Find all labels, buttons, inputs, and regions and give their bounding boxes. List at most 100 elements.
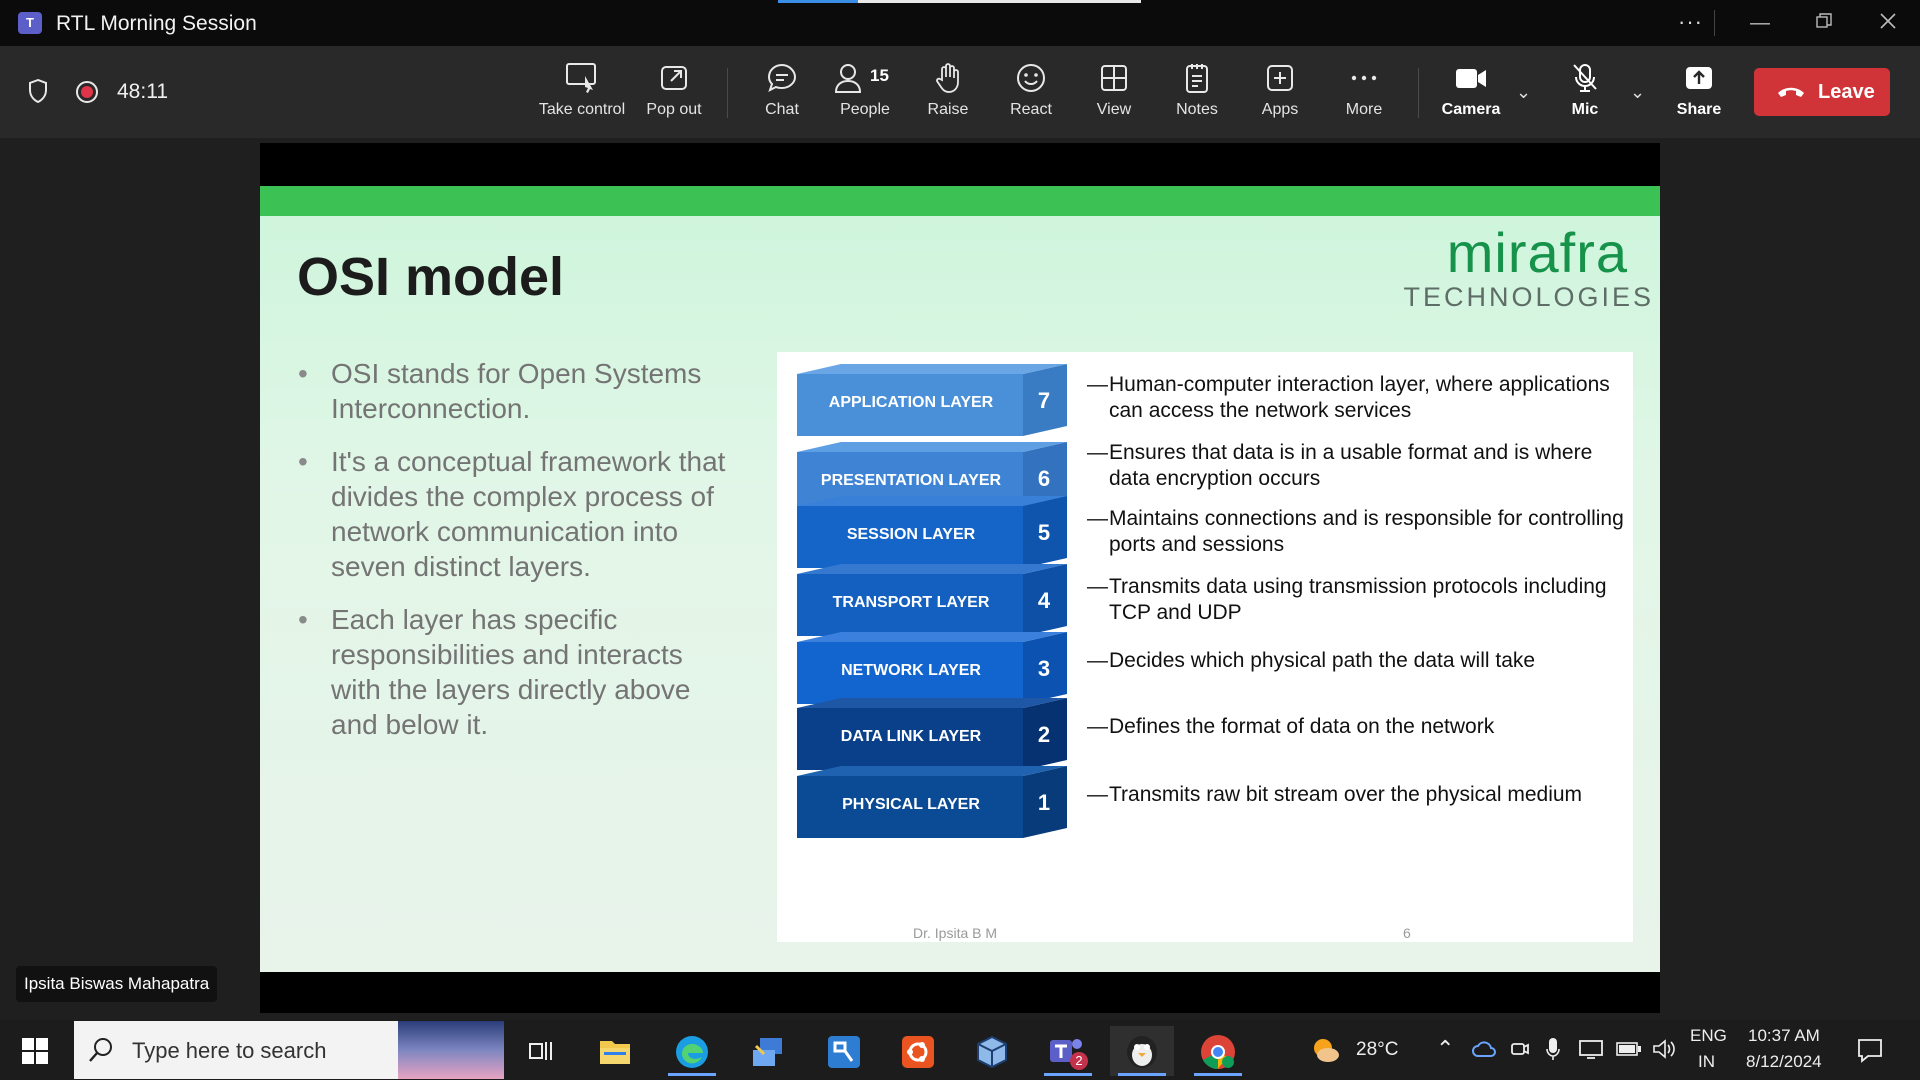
apps-button[interactable]: Apps xyxy=(1250,62,1310,128)
vnc-viewer-icon xyxy=(828,1036,860,1068)
clock-date[interactable]: 8/12/2024 xyxy=(1746,1052,1822,1071)
pop-out-button[interactable]: Pop out xyxy=(640,62,708,128)
share-button[interactable]: Share xyxy=(1670,62,1728,128)
minimize-icon[interactable]: — xyxy=(1750,12,1770,34)
dash-connector: — xyxy=(1087,783,1108,806)
remote-desktop-icon xyxy=(753,1038,782,1066)
camera-icon xyxy=(1456,69,1486,88)
people-icon xyxy=(834,64,862,93)
taskbar-virtualbox[interactable] xyxy=(960,1026,1024,1076)
taskbar-search-box[interactable]: Type here to search xyxy=(74,1021,504,1079)
osi-layer-description-text: Defines the format of data on the networ… xyxy=(1109,715,1495,738)
teams-app-icon: T xyxy=(18,12,42,34)
chat-button[interactable]: Chat xyxy=(752,62,812,128)
chat-icon xyxy=(767,63,797,92)
taskbar-ubuntu[interactable] xyxy=(886,1026,950,1076)
bullet-item: Each layer has specific responsibilities… xyxy=(296,602,736,742)
mic-button[interactable]: Mic xyxy=(1560,62,1610,128)
network-icon[interactable] xyxy=(1578,1038,1604,1060)
dash-connector: — xyxy=(1087,507,1108,530)
notes-icon xyxy=(1186,64,1208,93)
search-highlight-image xyxy=(398,1021,504,1079)
more-button[interactable]: More xyxy=(1334,62,1394,128)
take-control-icon xyxy=(566,63,596,93)
company-logo: mirafra xyxy=(1446,221,1628,284)
more-options-button[interactable]: ··· xyxy=(1678,9,1703,34)
taskbar-chrome[interactable] xyxy=(1186,1026,1250,1076)
osi-layer-number: 5 xyxy=(1037,520,1051,545)
dash-connector: — xyxy=(1087,715,1108,738)
close-icon[interactable] xyxy=(1868,8,1908,38)
chat-label: Chat xyxy=(765,101,799,118)
loading-progress-bar xyxy=(778,0,1141,3)
taskbar-remote-desktop[interactable] xyxy=(736,1026,800,1076)
grid-view-icon xyxy=(1101,65,1127,91)
language-indicator-line1[interactable]: ENG xyxy=(1690,1026,1727,1045)
language-indicator-line2[interactable]: IN xyxy=(1698,1052,1715,1071)
notifications-icon[interactable] xyxy=(1856,1036,1884,1064)
title-bar: T RTL Morning Session ··· — xyxy=(0,0,1920,46)
taskbar-file-explorer[interactable] xyxy=(584,1026,648,1076)
taskbar-snipping-tool[interactable] xyxy=(1110,1026,1174,1076)
raise-hand-button[interactable]: Raise xyxy=(918,62,978,128)
presentation-slide: OSI model mirafra TECHNOLOGIES OSI stand… xyxy=(260,186,1660,972)
active-app-indicator xyxy=(1044,1073,1092,1076)
windows-taskbar: Type here to search 2 28°C ⌃ xyxy=(0,1020,1920,1080)
battery-icon[interactable] xyxy=(1616,1040,1642,1058)
taskbar-edge[interactable] xyxy=(660,1026,724,1076)
raise-hand-icon xyxy=(936,63,959,93)
camera-button[interactable]: Camera xyxy=(1436,62,1506,128)
folder-icon xyxy=(600,1041,630,1064)
camera-options-chevron-icon[interactable]: ⌄ xyxy=(1516,82,1532,102)
weather-cloudy-sun-icon[interactable] xyxy=(1310,1036,1340,1064)
windows-start-icon[interactable] xyxy=(22,1038,48,1064)
osi-layer-number: 2 xyxy=(1037,722,1051,747)
search-placeholder: Type here to search xyxy=(132,1038,327,1063)
view-button[interactable]: View xyxy=(1084,62,1144,128)
volume-icon[interactable] xyxy=(1652,1038,1676,1060)
react-button[interactable]: React xyxy=(1000,62,1062,128)
restore-icon[interactable] xyxy=(1804,8,1844,38)
taskbar-teams[interactable]: 2 xyxy=(1036,1026,1100,1076)
osi-layer-name: APPLICATION LAYER xyxy=(828,394,994,411)
active-app-indicator xyxy=(1118,1073,1166,1076)
take-control-button[interactable]: Take control xyxy=(536,62,628,128)
toolbar-divider xyxy=(727,68,728,118)
task-view-button[interactable] xyxy=(510,1026,574,1076)
dash-connector: — xyxy=(1087,441,1108,464)
osi-layer-name: TRANSPORT LAYER xyxy=(832,594,990,611)
people-label: People xyxy=(840,101,890,118)
microphone-icon[interactable] xyxy=(1546,1036,1560,1062)
toolbar-divider xyxy=(1418,68,1419,118)
share-label: Share xyxy=(1676,101,1722,118)
dash-connector: — xyxy=(1087,649,1108,672)
slide-title: OSI model xyxy=(297,247,565,307)
active-app-indicator xyxy=(1194,1073,1242,1076)
bullet-list: OSI stands for Open Systems Interconnect… xyxy=(296,356,736,760)
hang-up-icon xyxy=(1778,87,1804,97)
recording-icon xyxy=(76,81,98,103)
leave-button[interactable]: Leave xyxy=(1754,68,1890,116)
mic-options-chevron-icon[interactable]: ⌄ xyxy=(1630,82,1646,102)
show-hidden-icons-chevron-icon[interactable]: ⌃ xyxy=(1436,1036,1455,1061)
taskbar-vnc-viewer[interactable] xyxy=(812,1026,876,1076)
meeting-timer: 48:11 xyxy=(117,80,168,103)
take-control-label: Take control xyxy=(538,101,626,118)
pop-out-label: Pop out xyxy=(646,101,702,118)
leave-label: Leave xyxy=(1818,81,1875,103)
weather-temperature[interactable]: 28°C xyxy=(1356,1039,1399,1060)
osi-layer-name: NETWORK LAYER xyxy=(841,662,981,679)
mic-muted-icon xyxy=(1573,64,1597,92)
camera-label: Camera xyxy=(1441,101,1501,118)
osi-layer-number: 7 xyxy=(1037,388,1051,413)
shield-icon xyxy=(29,79,47,103)
notes-button[interactable]: Notes xyxy=(1166,62,1228,128)
meet-now-icon[interactable] xyxy=(1510,1038,1530,1060)
onedrive-cloud-icon[interactable] xyxy=(1472,1040,1496,1060)
clock-time[interactable]: 10:37 AM xyxy=(1748,1026,1820,1045)
people-button[interactable]: 15 People xyxy=(830,62,900,128)
penguin-app-icon xyxy=(1127,1036,1157,1068)
